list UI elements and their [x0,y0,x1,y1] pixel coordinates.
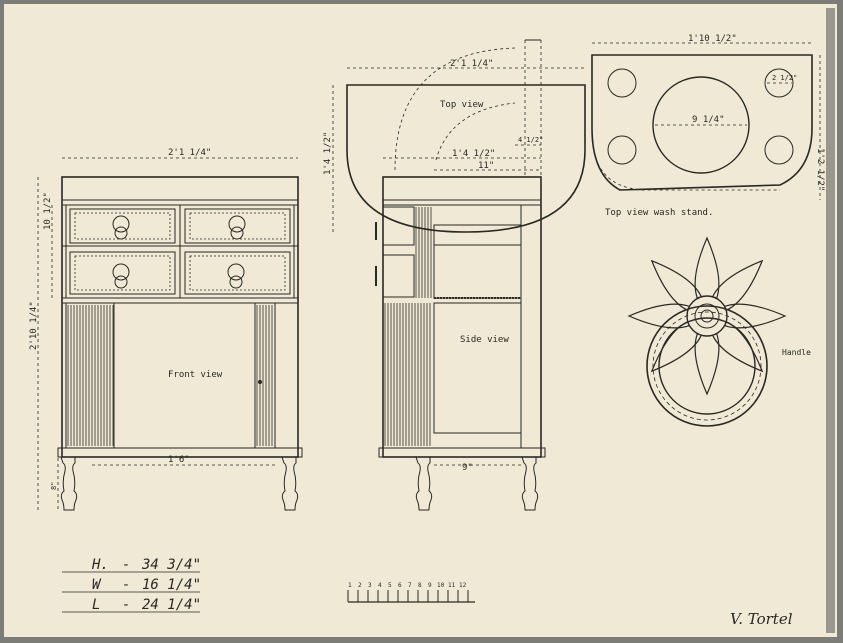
spec-table-lines [62,571,200,613]
wash-stand-label: Top view wash stand. [605,208,713,218]
dim-top-height: 1'4 1/2" [323,132,333,175]
scale-number: 4 [378,582,382,589]
scale-number: 9 [428,582,432,589]
scale-number: 1 [348,582,352,589]
top-view-drawing [346,39,586,233]
dim-front-drawers: 10 1/2" [43,192,53,230]
handle-label: Handle [782,348,811,357]
drawer-pull-icon [112,215,246,289]
dim-top-inner-b: 11" [478,161,494,171]
dim-wash-depth: 1'2 1/2" [815,148,825,191]
handle-drawing [627,236,787,427]
scale-number: 11 [448,582,456,589]
dim-front-width: 2'1 1/4" [168,148,211,158]
scale-number: 12 [459,582,467,589]
spec-value-l: 24 1/4" [142,597,201,613]
spec-dash-l: - [122,597,130,613]
scale-number: 2 [358,582,362,589]
wash-stand-top-drawing [591,54,813,191]
paper-shadow [826,8,835,633]
scale-number: 8 [418,582,422,589]
scale-number: 6 [398,582,402,589]
spec-key-w: W [92,577,102,593]
signature: V. Tortel [730,610,793,628]
paper [4,4,837,637]
side-view-drawing [375,176,546,511]
dim-top-depth: 2'1 1/4" [450,59,493,69]
dim-wash-basin: 9 1/4" [692,115,725,125]
front-view-label: Front view [168,370,223,380]
spec-key-h: H. [91,557,109,573]
dim-top-inner-a: 1'4 1/2" [452,149,495,159]
front-dimension-lines [37,157,298,512]
dim-wash-width: 1'10 1/2" [688,34,737,44]
top-dimension-lines [332,40,585,466]
spec-value-w: 16 1/4" [142,577,201,593]
spec-dash-h: - [122,557,130,573]
dim-top-inner-c: 4 1/2" [518,136,543,144]
dim-front-total: 2'10 1/4" [29,301,39,350]
dim-front-leg-span: 1'6" [168,455,190,465]
scale-number: 10 [437,582,445,589]
dim-side-leg-span: 9" [462,463,473,473]
side-view-label: Side view [460,335,509,345]
wash-dimension-lines [592,42,821,200]
dim-wash-small: 2 1/2" [772,74,797,82]
dim-front-leg: 8" [50,482,58,490]
scale-bar [347,590,475,603]
spec-table: H. - 34 3/4" W - 16 1/4" L - 24 1/4" [91,557,201,613]
spec-dash-w: - [122,577,130,593]
scale-numbers: 1 2 3 4 5 6 7 8 9 10 11 12 [348,582,467,589]
top-view-label: Top view [440,100,484,110]
spec-key-l: L [92,597,100,613]
scale-number: 3 [368,582,372,589]
scale-number: 7 [408,582,412,589]
front-view-drawing [57,176,303,511]
spec-value-h: 34 3/4" [141,557,201,573]
scale-number: 5 [388,582,392,589]
